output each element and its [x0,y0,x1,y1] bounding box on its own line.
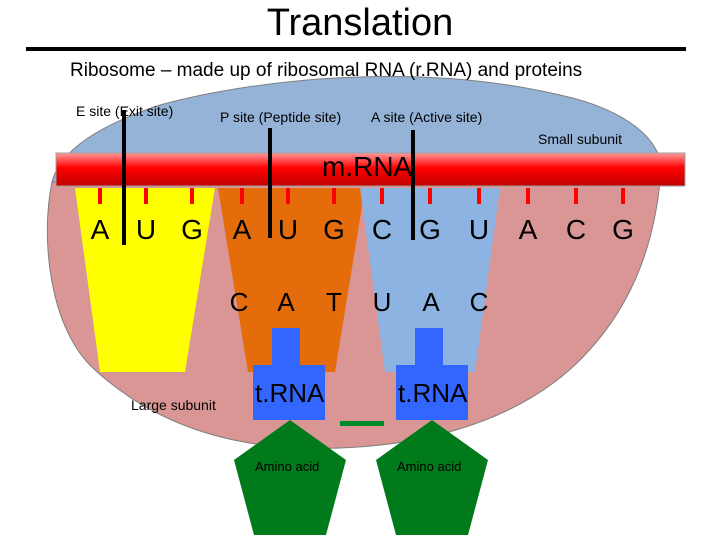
site-line-p [268,128,272,238]
e-site-label: E site (Exit site) [76,103,174,119]
trna-e-site-body [75,188,215,372]
large-subunit-label: Large subunit [131,397,216,413]
anticodon-base: A [277,287,295,317]
codon-base: C [565,214,587,245]
amino-acid-a [376,420,488,535]
codon-base: G [612,214,634,245]
codon-base: G [181,214,203,245]
mrna-label: m.RNA [322,151,413,182]
trna-head-p [253,365,325,420]
codon-base: U [277,214,299,245]
trna-p-site-body [218,188,365,372]
codon-base: C [371,214,393,245]
mrna-strand [55,152,686,187]
amino-acid-p [234,420,346,535]
site-line-e [122,110,126,245]
site-line-a [411,130,415,240]
a-site-label: A site (Active site) [371,109,483,125]
page-title: Translation [266,2,454,44]
trna-a-site-body [360,188,500,372]
codon-base: G [419,214,441,245]
codon-base: A [90,214,110,245]
anticodon-base: A [422,287,440,317]
codon-ticks [98,188,625,204]
codon-base: A [232,214,252,245]
trna-label-p: t.RNA [255,378,325,408]
anticodon-base: C [229,287,249,317]
codon-base: U [468,214,490,245]
subtitle: Ribosome – made up of ribosomal RNA (r.R… [70,60,583,81]
amino-acid-label-p: Amino acid [255,459,320,474]
anticodon-base: C [469,287,489,317]
p-site-label: P site (Peptide site) [220,109,342,125]
trna-label-a: t.RNA [398,378,468,408]
amino-acid-label-a: Amino acid [397,459,462,474]
peptide-bond [340,421,384,426]
trna-head-a [396,365,468,420]
anticodon-base: U [372,287,392,317]
codon-base: U [135,214,157,245]
title-underline [26,47,686,51]
codon-base: A [518,214,538,245]
anticodon-base: T [326,287,342,317]
codon-base: G [323,214,345,245]
small-subunit-label: Small subunit [538,131,623,147]
